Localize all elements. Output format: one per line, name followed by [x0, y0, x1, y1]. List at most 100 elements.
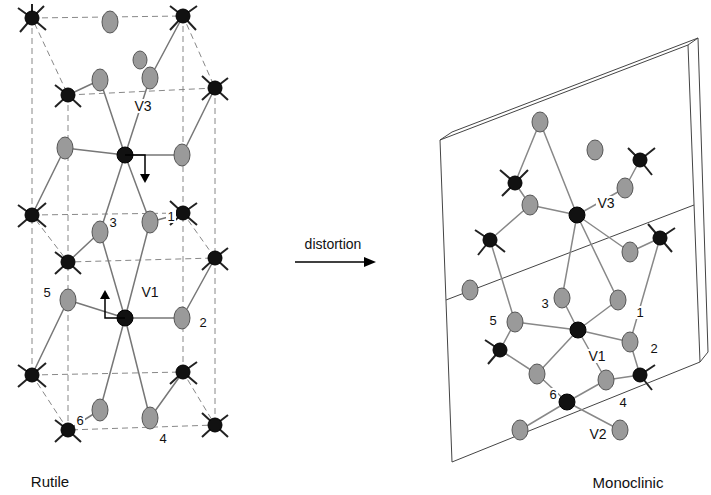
rutile-bonds	[32, 16, 215, 430]
atom-label: V3	[596, 196, 615, 210]
structure-part	[512, 420, 528, 440]
structure-part	[176, 9, 190, 23]
structure-part	[628, 148, 655, 175]
callout-number: 3	[540, 297, 549, 310]
structure-part	[176, 206, 190, 220]
structure-part	[100, 290, 110, 299]
structure-part	[170, 6, 197, 30]
monoclinic-bonds	[490, 122, 660, 430]
displacement-arrowheads	[100, 174, 150, 299]
structure-part	[570, 322, 586, 338]
structure-caption: Monoclinic	[592, 475, 665, 490]
atom-label: V1	[587, 349, 606, 363]
structure-part	[633, 153, 647, 167]
structure-part	[598, 370, 614, 390]
structure-part	[475, 230, 505, 255]
structure-part	[18, 363, 46, 387]
monoclinic-cell	[440, 38, 708, 462]
callout-number: 3	[108, 216, 117, 229]
structure-part	[569, 207, 585, 223]
structure-part	[133, 51, 147, 69]
callout-number: 1	[166, 210, 175, 223]
distortion-arrow	[295, 257, 376, 267]
callout-number: 4	[158, 432, 167, 445]
rutile-cell	[32, 16, 215, 430]
structure-part	[612, 420, 628, 440]
structure-part	[617, 178, 633, 198]
structure-part	[633, 368, 647, 382]
rutile-vanadium	[25, 9, 222, 437]
structure-part	[92, 221, 108, 243]
structure-part	[55, 85, 81, 107]
callout-number: 1	[635, 306, 644, 319]
atom-label: V1	[140, 285, 159, 299]
callout-number: 4	[618, 396, 627, 409]
structure-part	[174, 144, 190, 166]
structure-part	[622, 242, 638, 262]
structure-part	[202, 248, 228, 270]
structure-part	[25, 208, 39, 222]
structure-part	[522, 195, 538, 215]
structure-part	[493, 343, 507, 357]
structure-caption: Rutile	[30, 474, 70, 489]
structure-part	[61, 255, 75, 269]
callout-number: 6	[548, 388, 557, 401]
structure-part	[176, 365, 190, 379]
structure-part	[18, 203, 46, 227]
structure-part	[142, 211, 158, 233]
structure-part	[25, 11, 39, 25]
structure-part	[554, 288, 570, 308]
callout-number: 6	[75, 414, 84, 427]
structure-part	[68, 222, 182, 418]
structure-part	[92, 69, 108, 91]
structure-part	[653, 231, 667, 245]
structure-part	[32, 16, 215, 430]
callout-number: 2	[649, 342, 658, 355]
structure-part	[32, 16, 215, 95]
structure-part	[500, 170, 528, 196]
displacement-arrows	[105, 155, 145, 318]
callout-number: 5	[488, 314, 497, 327]
structure-part	[32, 372, 215, 430]
structure-part	[202, 76, 228, 100]
structure-part	[559, 394, 575, 410]
structure-part	[25, 368, 39, 382]
structure-part	[530, 122, 630, 300]
structure-part	[440, 38, 708, 362]
structure-part	[507, 312, 523, 332]
structure-part	[32, 16, 215, 430]
structure-part	[142, 67, 158, 89]
structure-part	[208, 418, 222, 432]
structure-part	[61, 88, 75, 102]
structure-part	[587, 140, 603, 160]
monoclinic-spokes	[475, 148, 675, 390]
structure-part	[125, 155, 145, 176]
arrow-label: distortion	[304, 237, 363, 251]
monoclinic-oxygen	[462, 112, 638, 440]
structure-part	[440, 45, 700, 462]
structure-part	[60, 289, 76, 311]
structure-part	[508, 176, 522, 190]
structure-part	[462, 280, 478, 300]
structure-part	[364, 257, 376, 267]
structure-part	[295, 261, 366, 263]
atom-label: V3	[133, 99, 152, 113]
structure-part	[483, 233, 497, 247]
structure-part	[490, 122, 660, 380]
atom-label: V2	[588, 427, 607, 441]
structure-part	[18, 4, 46, 32]
structure-part	[55, 252, 81, 274]
structure-part	[140, 174, 150, 183]
callout-number: 2	[198, 316, 207, 329]
structure-part	[648, 224, 675, 252]
structure-part	[142, 407, 158, 429]
structure-part	[610, 290, 626, 310]
structure-part	[174, 307, 190, 329]
structure-part	[105, 297, 125, 318]
monoclinic-vanadium	[483, 153, 667, 410]
callout-number: 5	[42, 286, 51, 299]
structure-part	[92, 399, 108, 421]
structure-part	[208, 81, 222, 95]
structure-part	[529, 364, 545, 384]
structure-part	[202, 413, 228, 437]
